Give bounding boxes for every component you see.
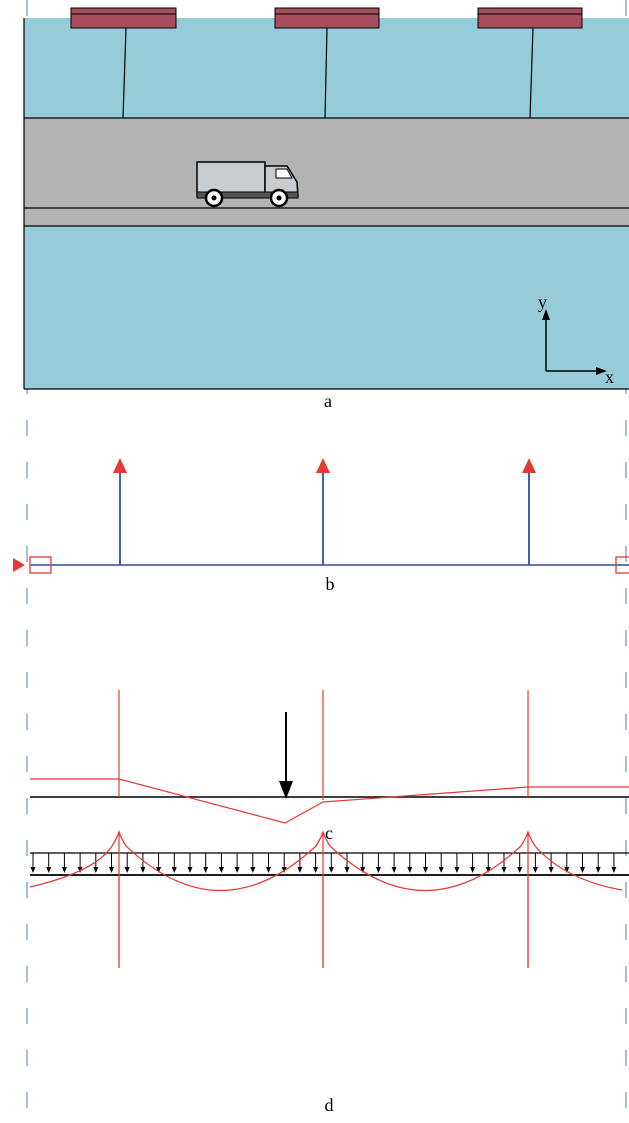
end-support-left xyxy=(13,556,52,574)
panel-label-d: d xyxy=(325,1095,334,1115)
distributed-load-arrow-icon xyxy=(517,853,523,873)
distributed-load-arrow-icon xyxy=(470,853,476,873)
end-support-right xyxy=(615,556,629,574)
distributed-load xyxy=(30,853,617,873)
distributed-load-arrow-icon xyxy=(250,853,256,873)
support-arrow-icon xyxy=(316,458,330,473)
distributed-load-arrow-icon xyxy=(485,853,491,873)
water-lower xyxy=(24,226,629,389)
spring-support-3 xyxy=(522,458,536,565)
distributed-load-arrow-icon xyxy=(438,853,444,873)
pontoon-2 xyxy=(274,7,380,119)
distributed-load-arrow-icon xyxy=(423,853,428,873)
x-axis-label: x xyxy=(605,367,614,387)
distributed-load-arrow-icon xyxy=(375,853,381,873)
pontoon-3 xyxy=(477,7,583,119)
distributed-load-arrow-icon xyxy=(407,853,413,873)
distributed-load-arrow-icon xyxy=(297,853,303,873)
distributed-load-arrow-icon xyxy=(266,853,271,873)
point-load-arrow-icon xyxy=(279,712,293,799)
spring-support-2 xyxy=(316,458,330,565)
dashed-guides xyxy=(26,0,627,1123)
deflection-curve-c xyxy=(30,778,629,824)
distributed-load-arrow-icon xyxy=(501,853,507,873)
distributed-load-arrow-icon xyxy=(61,853,67,873)
distributed-load-arrow-icon xyxy=(532,853,538,873)
distributed-load-arrow-icon xyxy=(156,853,162,873)
panel-b: b xyxy=(13,458,629,594)
distributed-load-arrow-icon xyxy=(109,853,114,873)
distributed-load-arrow-icon xyxy=(124,853,130,873)
distributed-load-arrow-icon xyxy=(171,853,177,873)
panel-label-a: a xyxy=(324,391,332,411)
distributed-load-arrow-icon xyxy=(203,853,209,873)
road-deck xyxy=(24,118,629,226)
distributed-load-arrow-icon xyxy=(46,853,52,873)
panel-label-c: c xyxy=(325,823,333,843)
panel-c: c xyxy=(30,690,629,843)
distributed-load-arrow-icon xyxy=(218,853,224,873)
distributed-load-arrow-icon xyxy=(454,853,460,873)
panel-a: y x a xyxy=(23,7,629,411)
pontoon-1 xyxy=(70,7,177,119)
distributed-load-arrow-icon xyxy=(344,853,350,873)
axes-indicator: y x xyxy=(538,292,614,387)
panel-d: d xyxy=(29,830,629,1115)
distributed-load-arrow-icon xyxy=(140,853,146,873)
distributed-load-arrow-icon xyxy=(564,853,570,873)
distributed-load-arrow-icon xyxy=(328,853,334,873)
distributed-load-arrow-icon xyxy=(580,853,585,873)
distributed-load-arrow-icon xyxy=(360,853,366,873)
distributed-load-arrow-icon xyxy=(611,853,617,873)
support-arrow-icon xyxy=(522,458,536,473)
y-axis-label: y xyxy=(538,292,547,312)
distributed-load-arrow-icon xyxy=(595,853,601,873)
distributed-load-arrow-icon xyxy=(313,853,319,873)
panel-label-b: b xyxy=(326,574,335,594)
distributed-load-arrow-icon xyxy=(234,853,240,873)
distributed-load-arrow-icon xyxy=(30,853,36,873)
influence-cusps-d xyxy=(118,832,529,968)
distributed-load-arrow-icon xyxy=(93,853,99,873)
distributed-load-arrow-icon xyxy=(391,853,397,873)
spring-support-1 xyxy=(113,458,127,565)
distributed-load-arrow-icon xyxy=(187,853,193,873)
support-arrow-icon xyxy=(113,458,127,473)
truck-icon xyxy=(196,161,299,208)
